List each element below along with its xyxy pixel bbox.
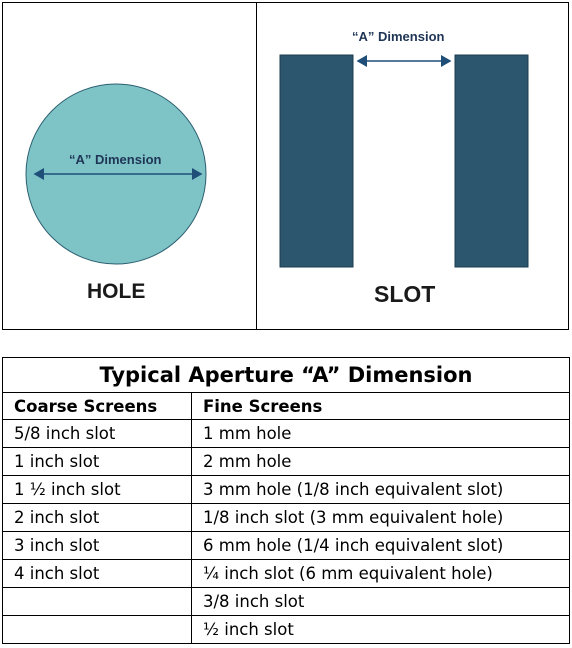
coarse-cell: 5/8 inch slot: [2, 419, 192, 448]
slot-left-bar: [279, 54, 354, 268]
table-row: 1 ½ inch slot 3 mm hole (1/8 inch equiva…: [2, 475, 570, 504]
table-title: Typical Aperture “A” Dimension: [2, 357, 570, 393]
table-row: 2 inch slot 1/8 inch slot (3 mm equivale…: [2, 503, 570, 532]
column-header-coarse: Coarse Screens: [2, 392, 192, 420]
diagram-graphics: [25, 54, 529, 268]
table-row: 3 inch slot 6 mm hole (1/4 inch equivale…: [2, 531, 570, 560]
hole-label: HOLE: [87, 280, 146, 303]
fine-cell: 3/8 inch slot: [191, 587, 570, 616]
fine-cell: 6 mm hole (1/4 inch equivalent slot): [191, 531, 570, 560]
column-header-fine: Fine Screens: [191, 392, 570, 420]
aperture-diagram: “A” Dimension HOLE “A” Dimension SLOT: [2, 2, 569, 330]
table-row: 3/8 inch slot: [2, 587, 570, 616]
fine-cell: 1/8 inch slot (3 mm equivalent hole): [191, 503, 570, 532]
panel-divider: [256, 3, 257, 329]
hole-dimension-label: “A” Dimension: [69, 152, 162, 167]
slot-right-bar: [454, 54, 529, 268]
fine-cell: ¼ inch slot (6 mm equivalent hole): [191, 559, 570, 588]
coarse-cell: 2 inch slot: [2, 503, 192, 532]
table-row: 5/8 inch slot 1 mm hole: [2, 419, 570, 448]
coarse-cell: 3 inch slot: [2, 531, 192, 560]
coarse-cell: 4 inch slot: [2, 559, 192, 588]
slot-dimension-label: “A” Dimension: [352, 29, 445, 44]
fine-cell: 2 mm hole: [191, 447, 570, 476]
coarse-cell: [2, 587, 192, 616]
fine-cell: 3 mm hole (1/8 inch equivalent slot): [191, 475, 570, 504]
coarse-cell: 1 inch slot: [2, 447, 192, 476]
table-row: 4 inch slot ¼ inch slot (6 mm equivalent…: [2, 559, 570, 588]
table-row: 1 inch slot 2 mm hole: [2, 447, 570, 476]
table-row: ½ inch slot: [2, 615, 570, 644]
fine-cell: 1 mm hole: [191, 419, 570, 448]
fine-cell: ½ inch slot: [191, 615, 570, 644]
coarse-cell: [2, 615, 192, 644]
slot-label: SLOT: [374, 281, 436, 307]
coarse-cell: 1 ½ inch slot: [2, 475, 192, 504]
aperture-table: Typical Aperture “A” Dimension Coarse Sc…: [2, 357, 570, 644]
